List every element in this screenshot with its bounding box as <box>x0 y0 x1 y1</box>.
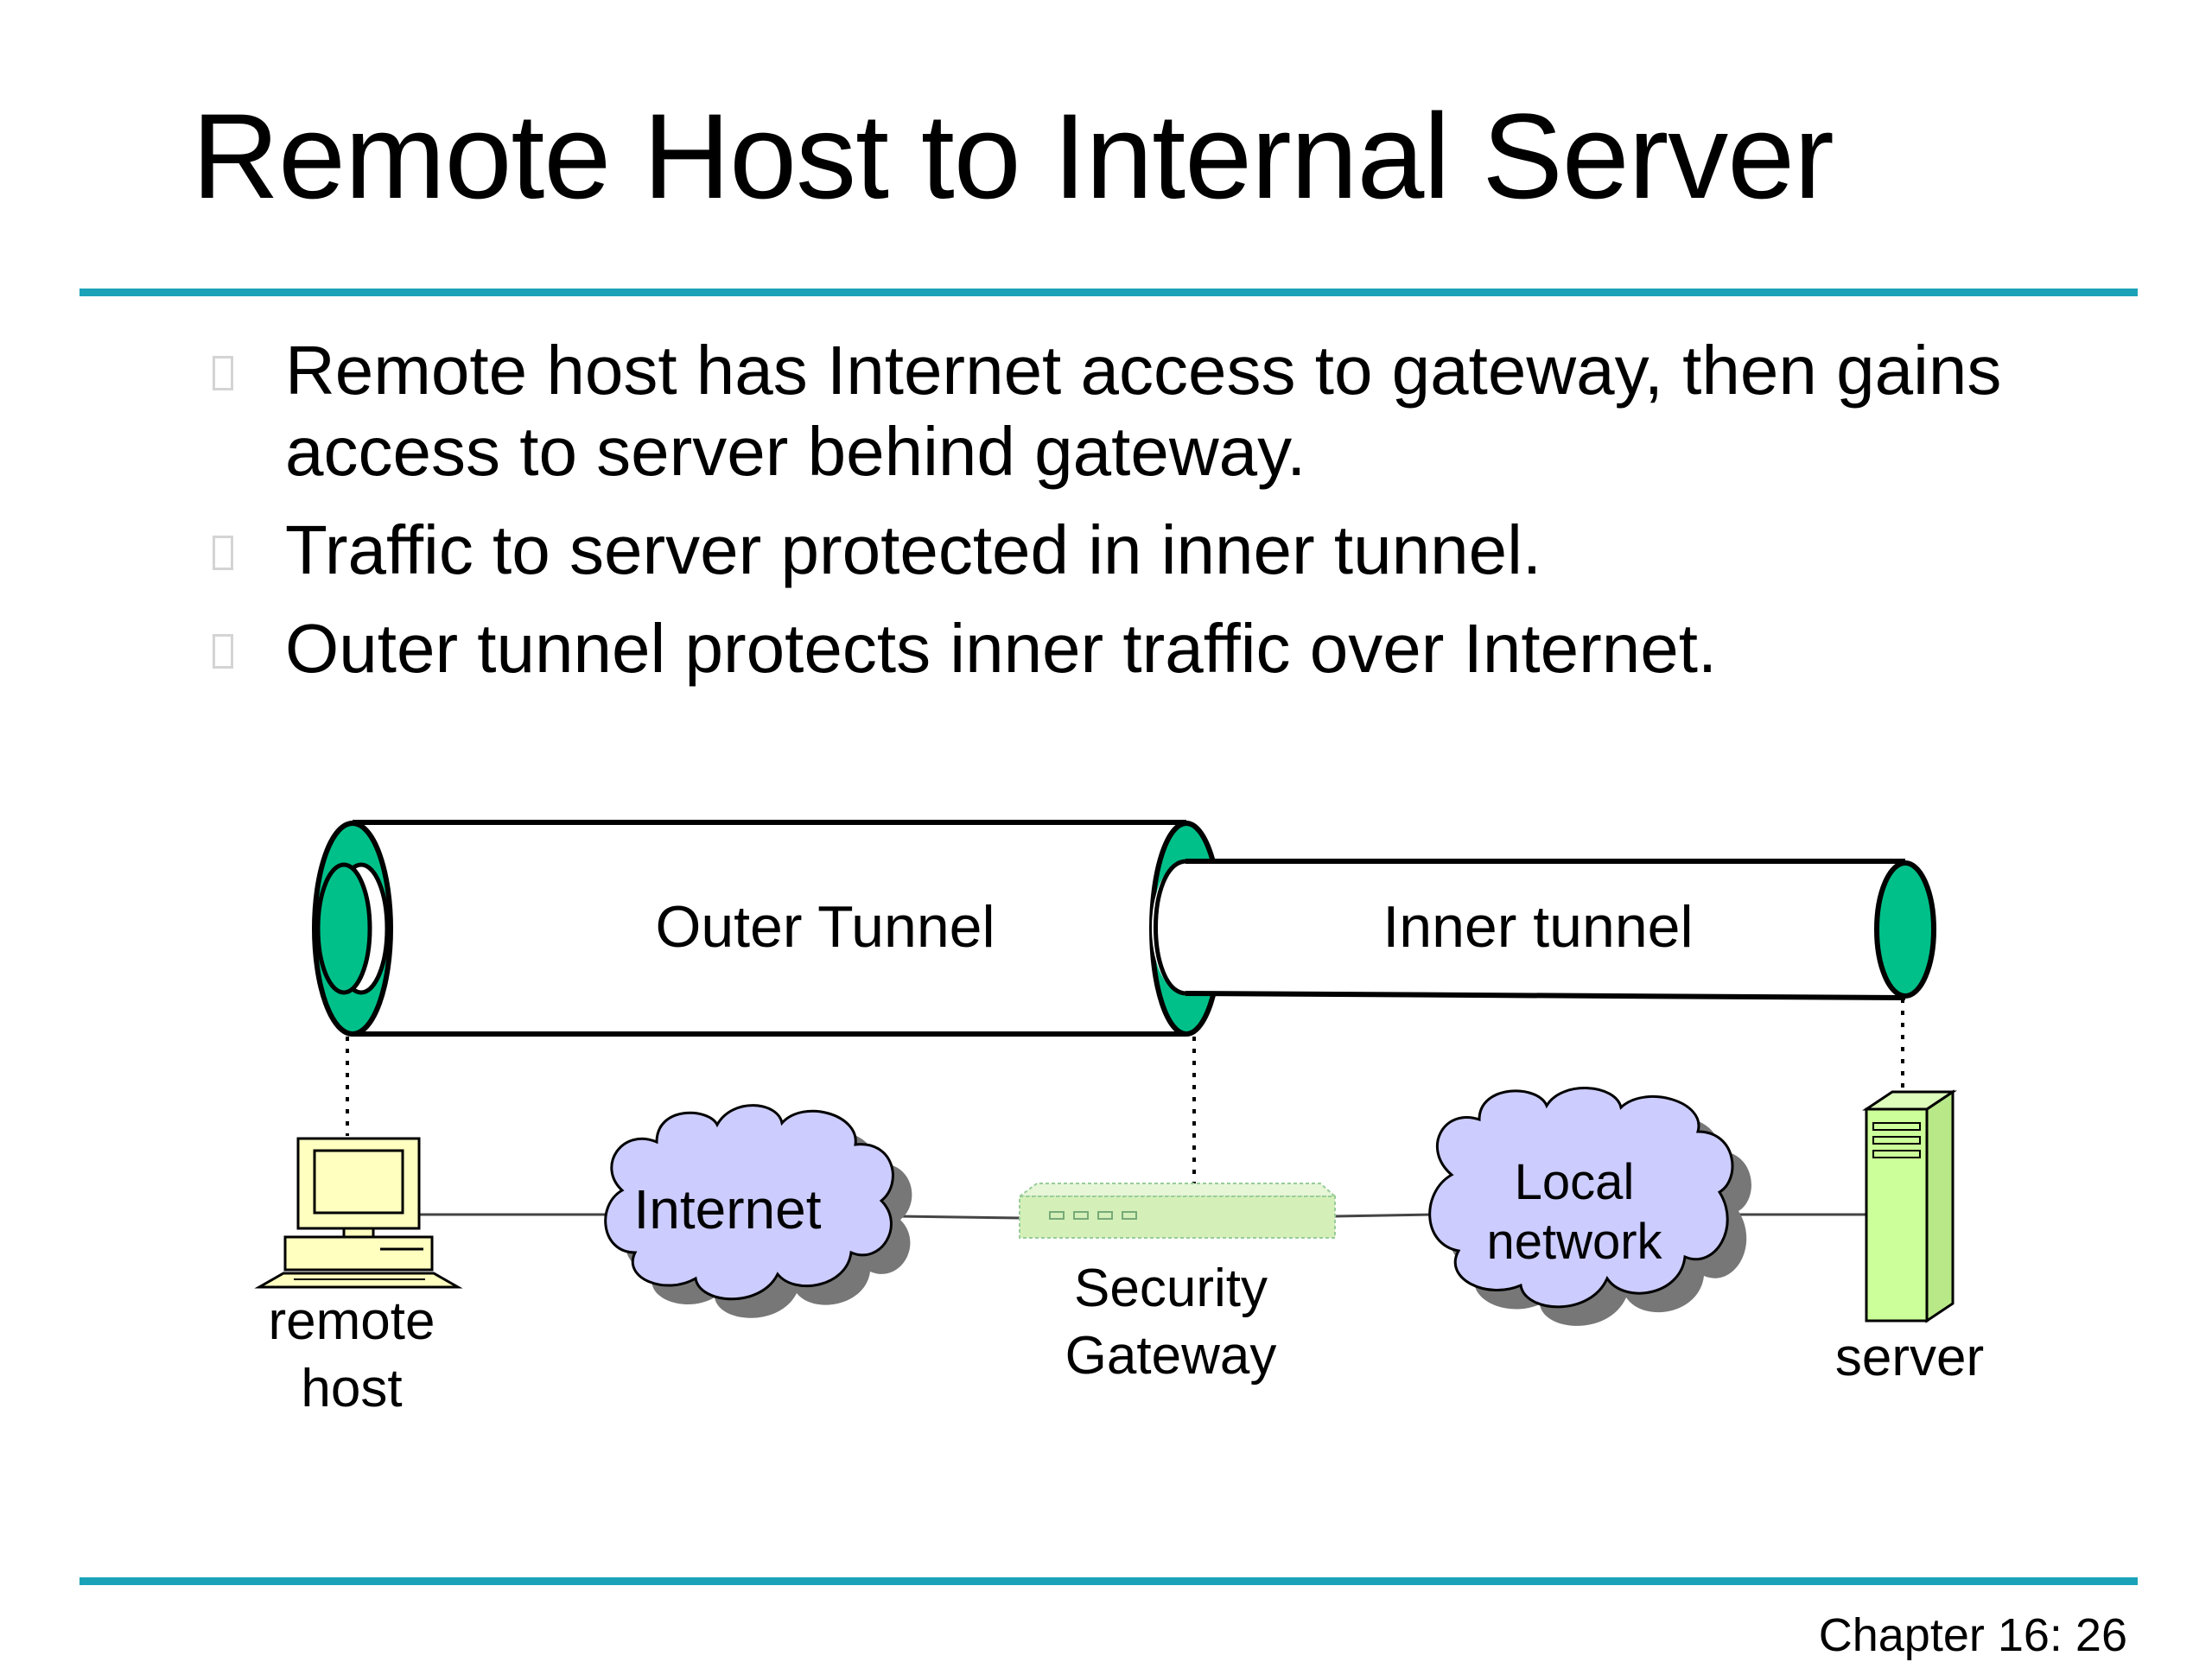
local-network-label-line2: network <box>1486 1214 1662 1270</box>
inner-tunnel-label: Inner tunnel <box>1382 894 1693 960</box>
bullet-text: Traffic to server protected in inner tun… <box>285 511 1542 588</box>
gateway-label-line1: Security <box>1074 1259 1268 1318</box>
bullet-marker <box>213 634 233 669</box>
bottom-divider <box>79 1577 2138 1585</box>
server-label: server <box>1835 1328 1984 1387</box>
local-network-label-line1: Local <box>1515 1154 1635 1210</box>
remote-host-label-line1: remote <box>269 1291 435 1351</box>
local-network-cloud-icon <box>1428 1087 1751 1326</box>
inner-tunnel-right-end <box>1874 860 1936 999</box>
link-gateway-local <box>1334 1213 1435 1218</box>
bullet-item: Remote host has Internet access to gatew… <box>207 330 2065 492</box>
remote-host-label-line2: host <box>301 1359 402 1418</box>
internet-label: Internet <box>633 1178 821 1240</box>
security-gateway-icon <box>1017 1183 1338 1239</box>
bullet-marker <box>213 536 233 570</box>
remote-host-computer-icon <box>254 1137 463 1289</box>
top-divider <box>79 289 2138 296</box>
bullet-text: Remote host has Internet access to gatew… <box>285 332 2002 490</box>
network-links <box>415 1213 1866 1220</box>
inner-tunnel <box>1152 859 1936 1000</box>
bullet-marker <box>213 356 233 390</box>
internet-cloud-icon <box>604 1104 912 1318</box>
link-internet-gateway <box>898 1215 1020 1220</box>
slide-title: Remote Host to Internal Server <box>192 88 1834 224</box>
bullet-item: Outer tunnel protects inner traffic over… <box>207 608 2065 689</box>
bullet-text: Outer tunnel protects inner traffic over… <box>285 610 1718 687</box>
bullet-item: Traffic to server protected in inner tun… <box>207 510 2065 591</box>
server-icon <box>1862 1089 1957 1323</box>
bullet-list: Remote host has Internet access to gatew… <box>207 330 2065 707</box>
gateway-label-line2: Gateway <box>1065 1326 1277 1386</box>
outer-tunnel-label: Outer Tunnel <box>655 894 995 960</box>
tunnel-endpoint-links <box>346 999 1904 1183</box>
page-number: Chapter 16: 26 <box>1818 1609 2127 1661</box>
